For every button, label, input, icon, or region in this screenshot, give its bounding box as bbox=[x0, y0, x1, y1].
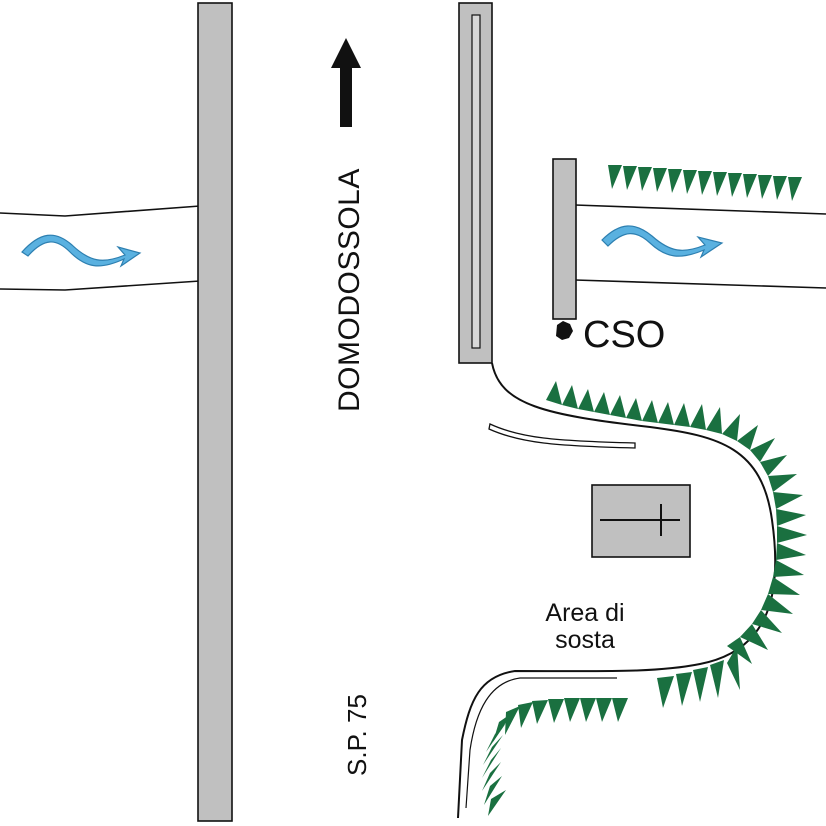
cso-label: CSO bbox=[583, 314, 666, 356]
channel-slot bbox=[471, 14, 481, 349]
culvert-structure bbox=[552, 158, 577, 320]
water-flow-arrow-icon bbox=[601, 225, 724, 259]
road-label: S.P. 75 bbox=[342, 694, 372, 776]
access-road-edge bbox=[465, 677, 617, 809]
left-watercourse bbox=[0, 205, 201, 291]
north-arrow-icon bbox=[331, 38, 361, 127]
destination-label: DOMODOSSOLA bbox=[333, 168, 366, 412]
parking-area-label: Area di sosta bbox=[520, 600, 650, 654]
embankment-vegetation-icon bbox=[608, 165, 802, 201]
cso-point-icon bbox=[556, 321, 573, 340]
parking-label-line1: Area di bbox=[545, 599, 625, 627]
embankment-vegetation-icon bbox=[546, 381, 807, 664]
barrier-strip bbox=[488, 423, 636, 449]
embankment-vegetation-icon bbox=[482, 646, 740, 816]
parking-label-line2: sosta bbox=[555, 626, 615, 654]
water-flow-arrow-icon bbox=[21, 234, 142, 268]
road-bridge-structure bbox=[197, 2, 233, 822]
cemetery-cross-icon bbox=[591, 484, 691, 558]
right-watercourse bbox=[574, 204, 826, 289]
